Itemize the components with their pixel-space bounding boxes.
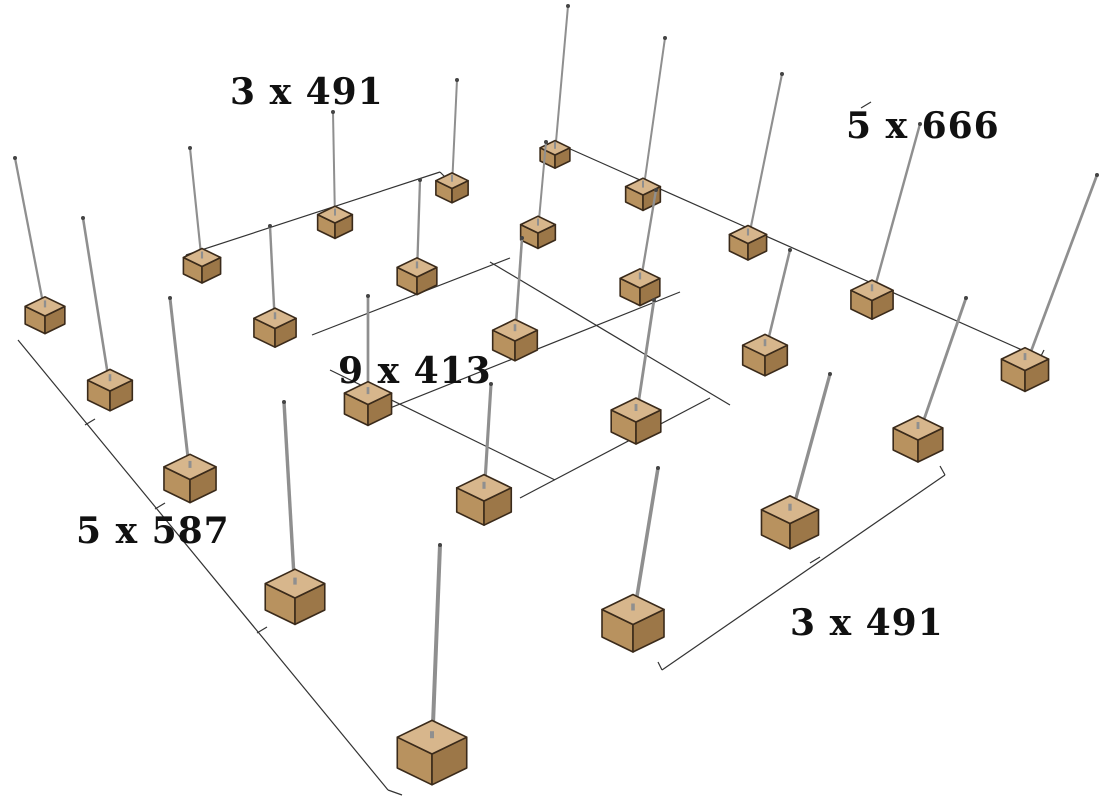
pole [870, 123, 922, 299]
post [760, 372, 832, 550]
dimension-label-bottom-right: 3 x 491 [790, 602, 944, 644]
pole-tip [544, 140, 548, 144]
pole [81, 217, 112, 389]
dimension-tick [154, 502, 166, 510]
dimension-line [939, 465, 946, 476]
pole [916, 297, 968, 438]
dimension-tick [256, 626, 268, 634]
post [455, 382, 513, 527]
post [619, 188, 661, 307]
pole-tip [663, 36, 667, 40]
pole [282, 401, 297, 595]
dimension-tick [84, 418, 96, 426]
dimension-label-top-left: 3 x 491 [230, 71, 384, 113]
pole-tip [656, 466, 660, 470]
pole-tip [282, 400, 286, 404]
pole-tip [1095, 173, 1099, 177]
post [728, 72, 784, 261]
post [1000, 173, 1099, 393]
pole-tip [268, 224, 272, 228]
dimension-line [185, 171, 441, 256]
post [316, 110, 354, 240]
dimension-tick [809, 556, 821, 564]
pole-tip [964, 296, 968, 300]
pole-tip [13, 156, 17, 160]
post [741, 248, 792, 377]
pole-tip [566, 4, 570, 8]
pole [451, 79, 458, 187]
dimension-lines [17, 101, 1045, 796]
pole [642, 37, 666, 193]
post [601, 466, 665, 653]
pole-tip [918, 122, 922, 126]
post [81, 216, 134, 412]
dimension-line [661, 474, 946, 671]
pole-tip [788, 248, 792, 252]
pole [746, 73, 784, 242]
pole [188, 147, 204, 265]
dimension-line [311, 257, 511, 336]
post [182, 146, 222, 284]
dimension-tick [860, 101, 872, 109]
dimension-line [657, 661, 663, 671]
pole-tip [331, 110, 335, 114]
dimension-line [387, 789, 403, 796]
post [13, 156, 66, 335]
dimension-label-left: 5 x 587 [76, 510, 230, 552]
post [892, 296, 968, 463]
pole-tip [188, 146, 192, 150]
posts-group [13, 4, 1099, 786]
post [491, 236, 539, 362]
post [343, 294, 393, 427]
post [850, 122, 922, 321]
post [264, 400, 326, 626]
pole [430, 544, 442, 750]
pole-tip [652, 298, 656, 302]
dimension-label-top-right: 5 x 666 [846, 105, 1000, 147]
post [610, 298, 662, 445]
post [435, 78, 469, 204]
pole-tip [81, 216, 85, 220]
post [519, 140, 557, 250]
pole-tip [366, 294, 370, 298]
pole [168, 297, 192, 477]
pole-tip [438, 543, 442, 547]
pole [1023, 174, 1099, 368]
pole [332, 111, 336, 221]
pole [631, 467, 660, 621]
post [624, 36, 667, 212]
post [163, 296, 217, 504]
pole-tip [654, 188, 658, 192]
pole-tip [780, 72, 784, 76]
pole-tip [489, 382, 493, 386]
pole [554, 5, 569, 154]
pole-tip [455, 78, 459, 82]
pole-tip [418, 178, 422, 182]
pole-tip [828, 372, 832, 376]
post [396, 543, 468, 786]
pole-tip [168, 296, 172, 300]
post [539, 4, 571, 169]
post [253, 224, 297, 349]
dimension-line [489, 261, 731, 406]
dimension-line [519, 397, 711, 499]
pole [13, 157, 47, 314]
dimension-line [17, 339, 389, 791]
dimension-label-middle: 9 x 413 [338, 350, 492, 392]
pole-tip [520, 236, 524, 240]
post [396, 178, 438, 296]
pole [788, 373, 832, 521]
